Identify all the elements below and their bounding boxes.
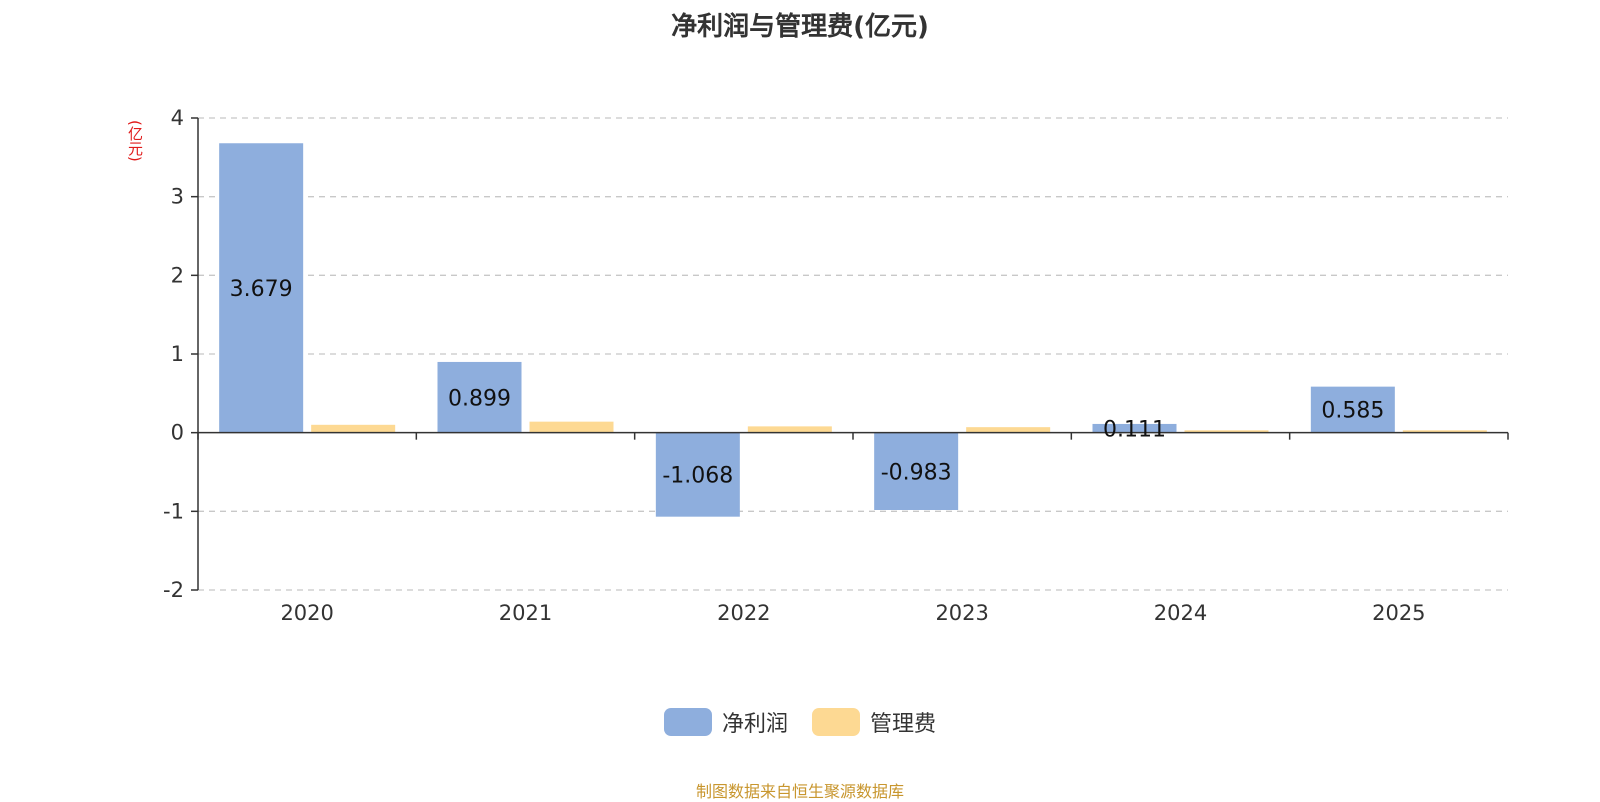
y-axis-unit-label: (亿元) bbox=[126, 120, 144, 162]
y-tick-label: 0 bbox=[171, 421, 184, 445]
bar-net-profit bbox=[655, 432, 740, 517]
data-label: -1.068 bbox=[662, 464, 733, 489]
bars bbox=[219, 143, 1487, 517]
y-tick-label: 1 bbox=[171, 342, 184, 366]
legend-swatch-admin-expense bbox=[812, 708, 860, 736]
bar-net-profit bbox=[219, 143, 304, 433]
bar-net-profit bbox=[1092, 423, 1177, 433]
bar-admin-expense bbox=[966, 427, 1051, 433]
bar-admin-expense bbox=[1402, 430, 1487, 433]
legend-label-net-profit: 净利润 bbox=[721, 712, 788, 737]
x-tick-label: 2024 bbox=[1154, 601, 1207, 625]
data-label: 0.585 bbox=[1321, 399, 1384, 424]
bar-net-profit bbox=[1310, 386, 1395, 433]
x-tick-label: 2021 bbox=[499, 601, 552, 625]
axes bbox=[191, 117, 1509, 591]
bar-admin-expense bbox=[747, 426, 832, 433]
grid-lines bbox=[198, 117, 1508, 591]
x-tick-label: 2023 bbox=[935, 601, 988, 625]
legend-item-admin-expense[interactable]: 管理费 bbox=[812, 706, 936, 738]
data-label: 3.679 bbox=[230, 277, 293, 302]
data-source-note: 制图数据来自恒生聚源数据库 bbox=[695, 782, 904, 801]
y-tick-label: 2 bbox=[171, 263, 184, 287]
y-tick-label: 3 bbox=[171, 185, 184, 209]
data-label: 0.111 bbox=[1103, 417, 1166, 442]
bar-admin-expense bbox=[529, 421, 614, 433]
y-tick-label: -2 bbox=[163, 578, 184, 602]
bar-admin-expense bbox=[1184, 430, 1269, 433]
legend-item-net-profit[interactable]: 净利润 bbox=[663, 706, 788, 738]
x-tick-label: 2020 bbox=[280, 601, 333, 625]
bar-admin-expense bbox=[311, 424, 396, 433]
x-tick-label: 2022 bbox=[717, 601, 770, 625]
labels: 4 3 2 1 0 -1 -2 3.679 2020 0.899 2021 -1.068 2022 -0.… bbox=[163, 106, 1426, 625]
legend-swatch-net-profit bbox=[663, 708, 712, 736]
y-tick-label: -1 bbox=[163, 499, 184, 523]
y-tick-label: 4 bbox=[171, 106, 184, 130]
bar-net-profit bbox=[874, 432, 959, 510]
legend-label-admin-expense: 管理费 bbox=[870, 712, 937, 737]
bar-net-profit bbox=[437, 361, 522, 433]
data-label: 0.899 bbox=[448, 386, 511, 411]
data-label: -0.983 bbox=[881, 460, 952, 485]
chart-title: 净利润与管理费(亿元) bbox=[671, 12, 929, 42]
x-tick-label: 2025 bbox=[1372, 601, 1425, 625]
legend: 净利润 管理费 bbox=[0, 706, 1600, 738]
